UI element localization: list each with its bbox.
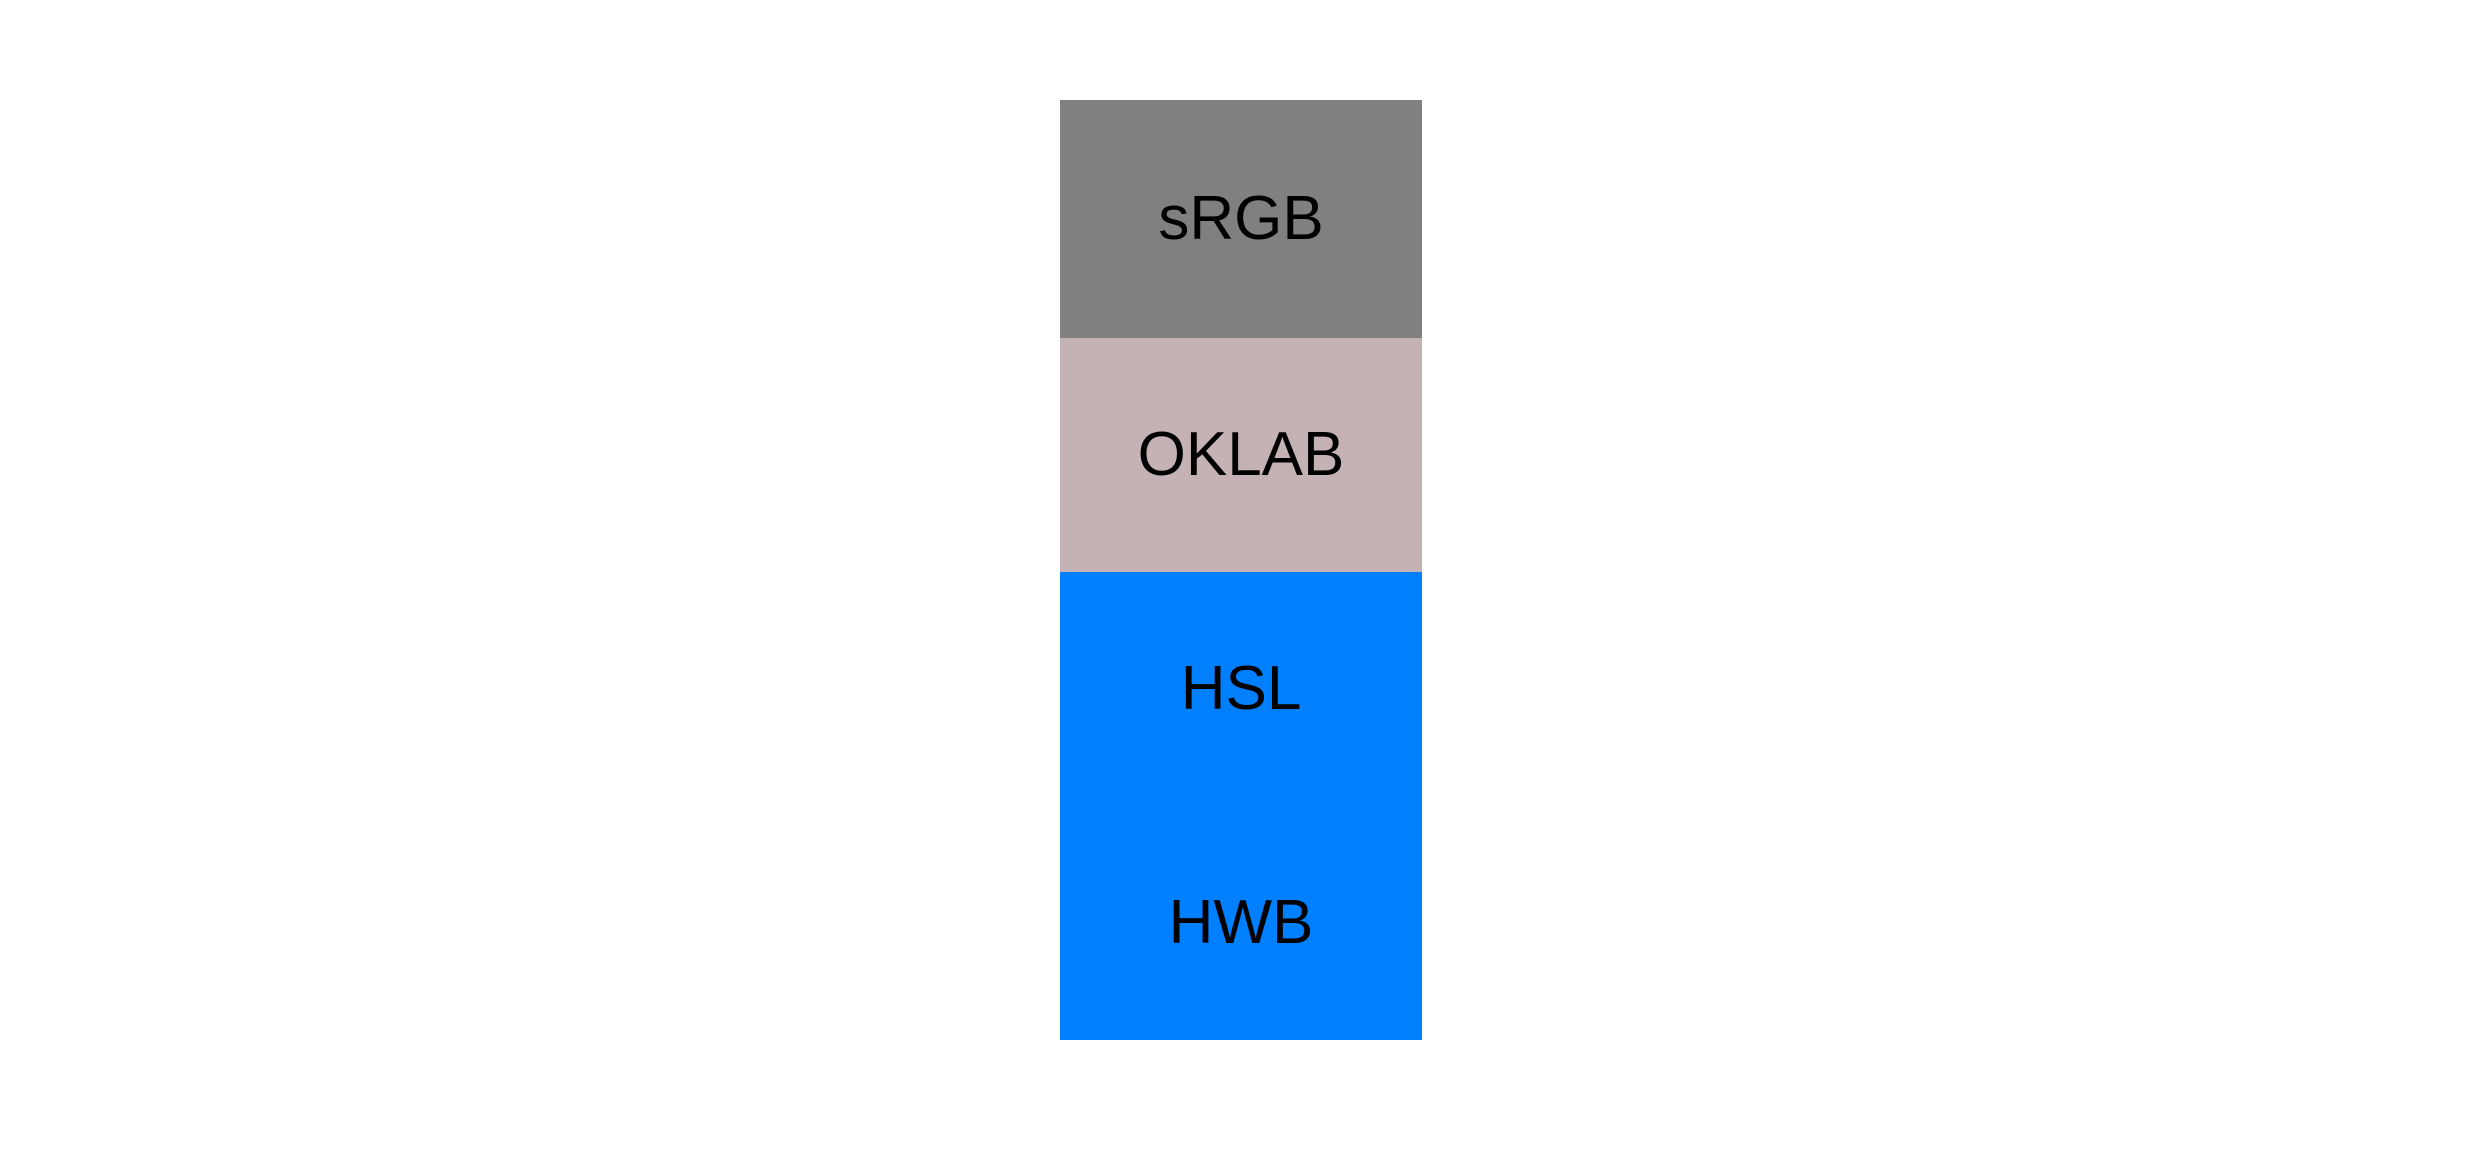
swatch-label-oklab: OKLAB (1137, 420, 1345, 489)
swatch-label-hsl: HSL (1180, 654, 1302, 723)
swatch-oklab[interactable]: OKLAB (1060, 338, 1422, 572)
swatch-srgb[interactable]: sRGB (1060, 100, 1422, 338)
swatch-hwb[interactable]: HWB (1060, 806, 1422, 1040)
swatch-hsl[interactable]: HSL (1060, 572, 1422, 806)
swatch-label-srgb: sRGB (1158, 184, 1324, 253)
color-space-swatch-stack: sRGB OKLAB HSL HWB (1060, 100, 1422, 1040)
swatch-label-hwb: HWB (1168, 888, 1314, 957)
